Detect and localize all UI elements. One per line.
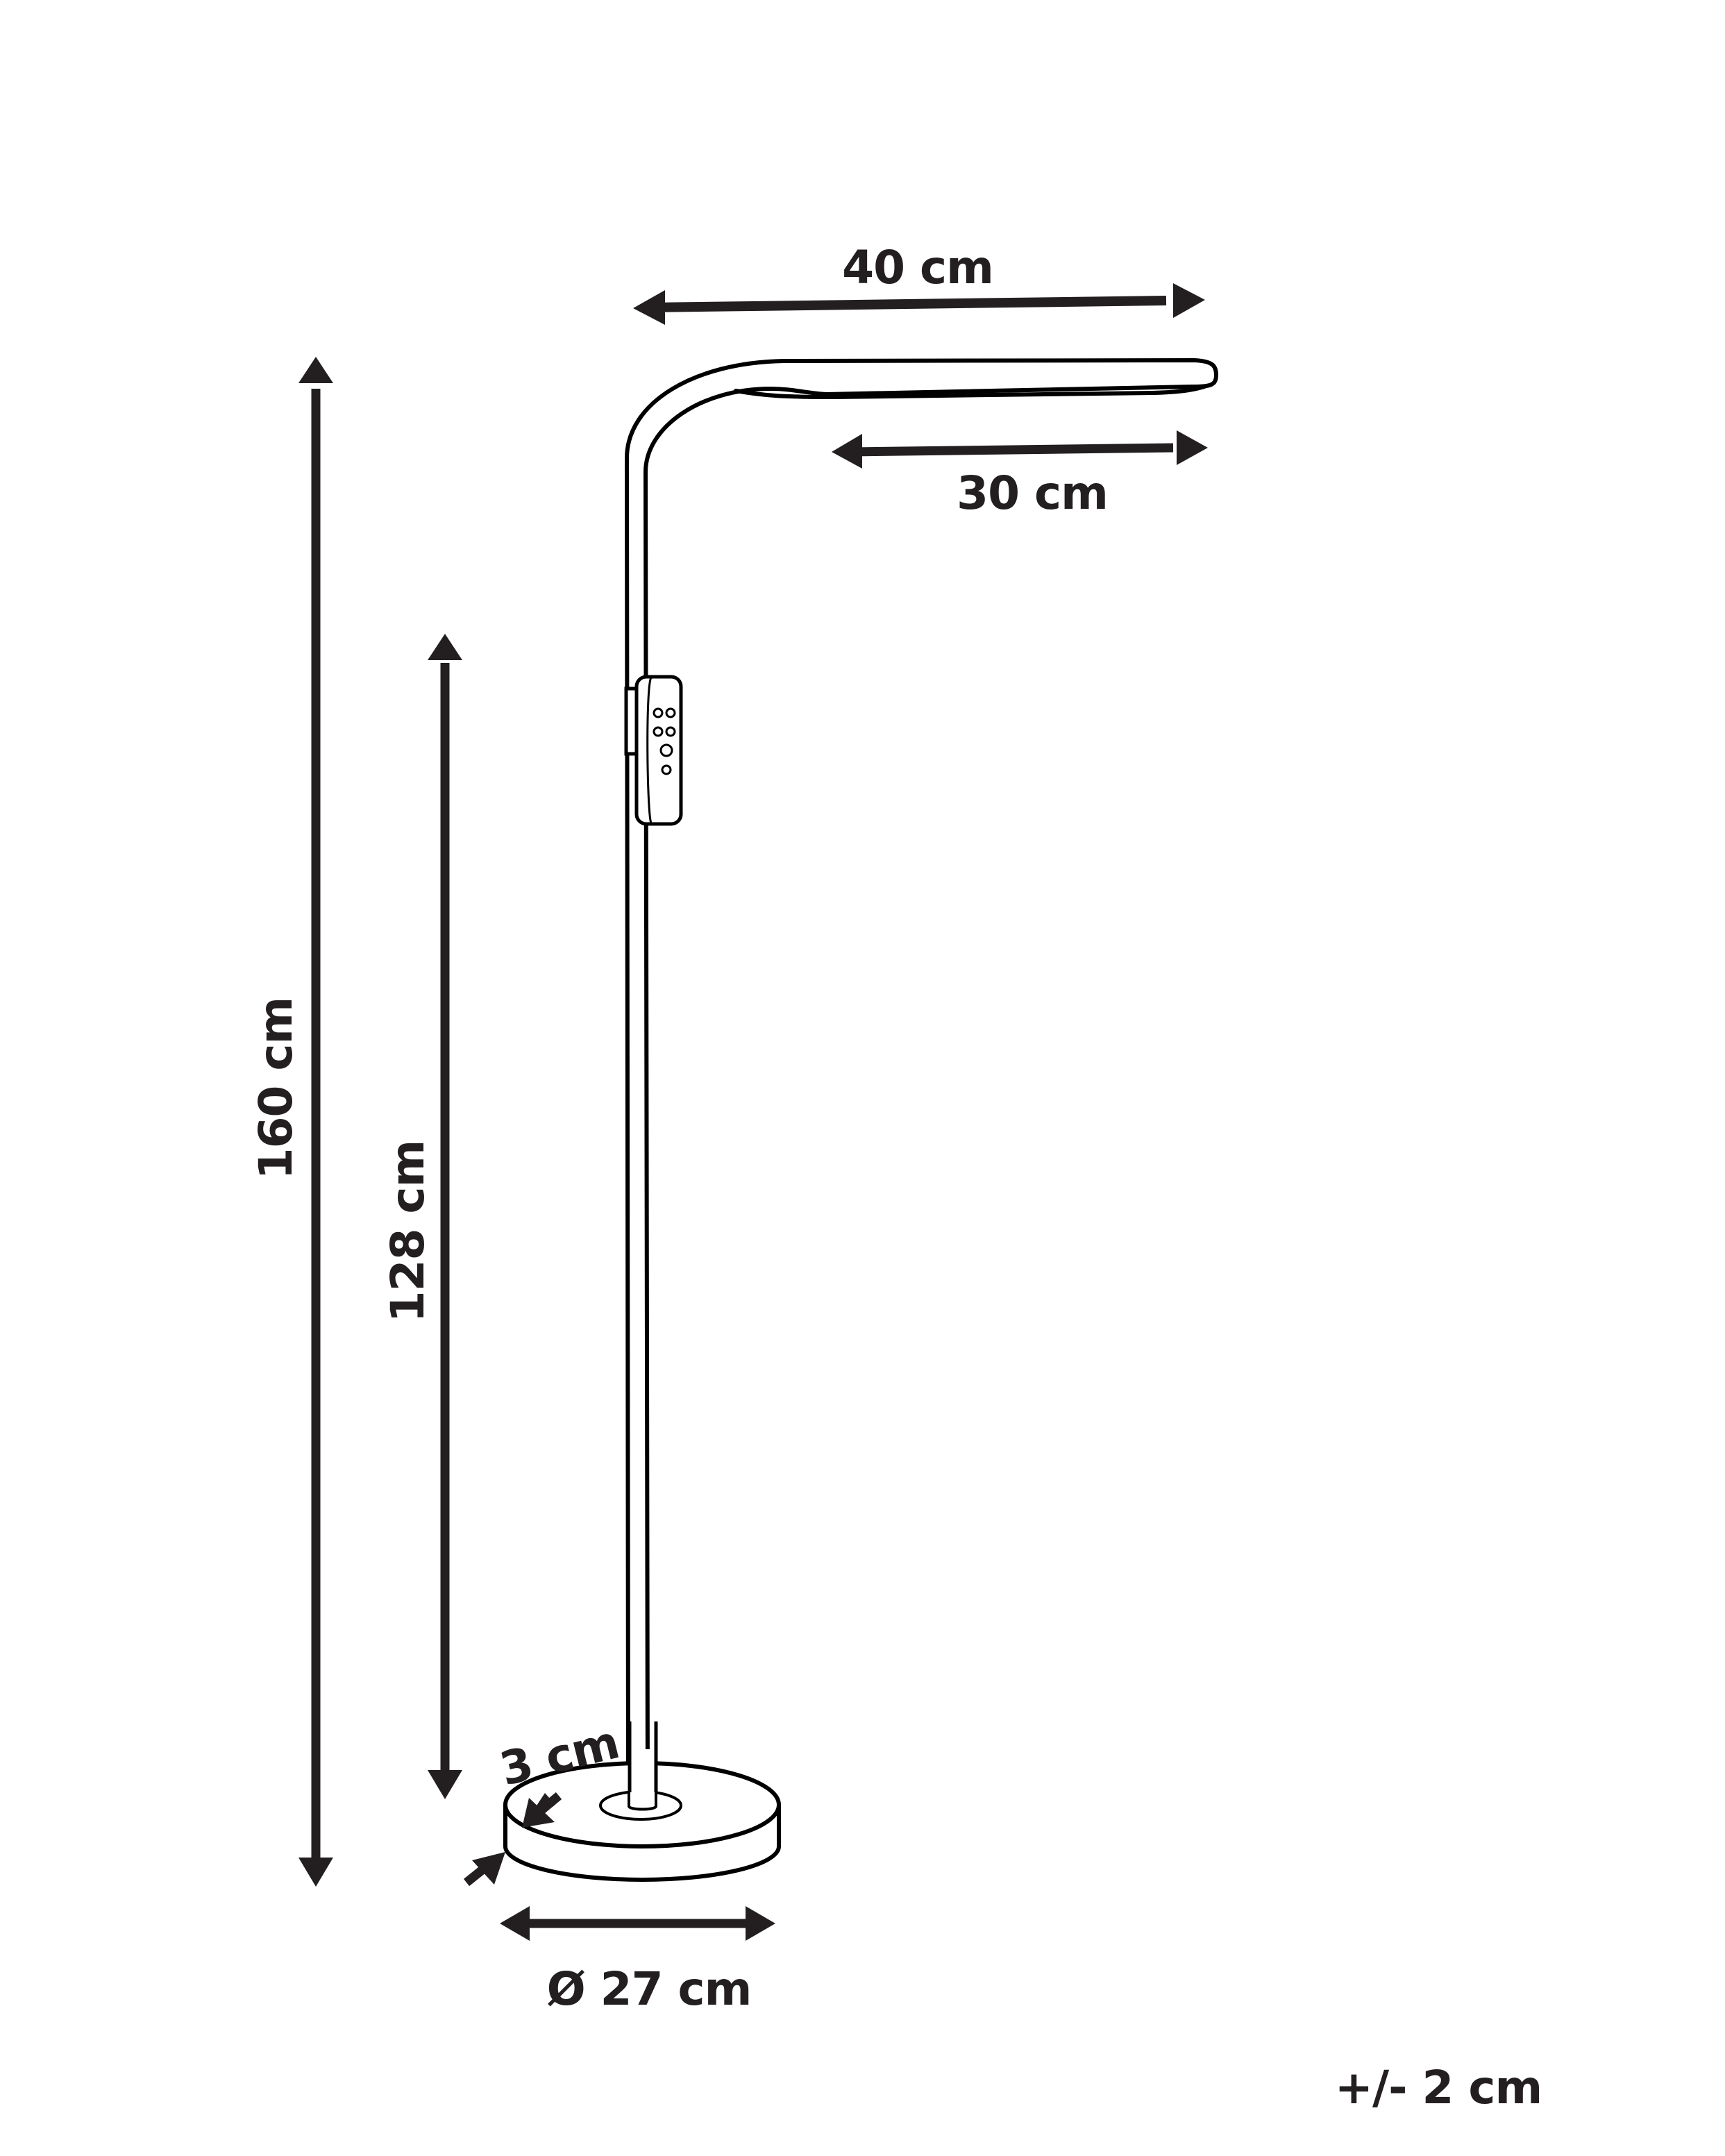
dimension-arrow-30cm (832, 430, 1208, 469)
lamp-base (503, 1721, 781, 1882)
dimension-arrow-3cm (463, 1792, 562, 1887)
label-40cm: 40 cm (842, 241, 994, 294)
label-30cm: 30 cm (957, 466, 1109, 520)
dimension-arrow-128cm (428, 634, 462, 1799)
dimension-arrow-27cm (500, 1906, 775, 1941)
lamp-arm-inner (643, 385, 1195, 1800)
label-128cm: 128 cm (381, 1140, 435, 1323)
lamp-head-underside (734, 385, 1206, 399)
label-160cm: 160 cm (249, 997, 303, 1180)
tolerance-note: +/- 2 cm (1334, 2061, 1543, 2114)
dimension-arrow-160cm (298, 357, 333, 1887)
lamp-arm-outer (625, 358, 1218, 1800)
control-panel (624, 675, 683, 826)
dimension-arrow-40cm (633, 283, 1205, 325)
label-27cm-diameter: Ø 27 cm (546, 1962, 752, 2016)
